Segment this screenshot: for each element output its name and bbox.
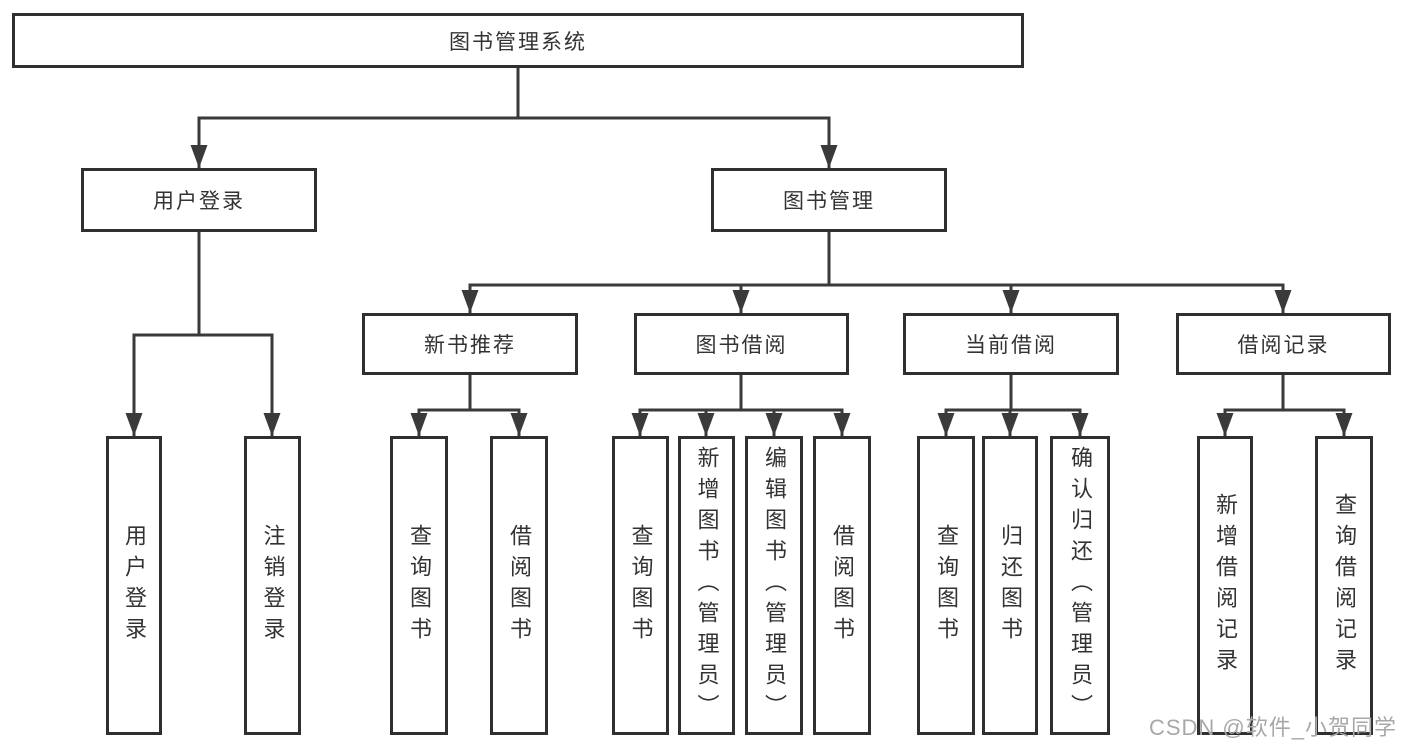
leaf-query-books-borrow: 查询图书 bbox=[612, 436, 669, 735]
leaf-query-books-recommend: 查询图书 bbox=[390, 436, 448, 735]
node-book-management-label: 图书管理 bbox=[783, 190, 875, 213]
leaf-add-books-admin: 新增图书（管理员） bbox=[678, 436, 735, 735]
leaf-query-books-recommend-label: 查询图书 bbox=[407, 523, 432, 648]
leaf-edit-books-admin: 编辑图书（管理员） bbox=[745, 436, 803, 735]
leaf-confirm-return-admin: 确认归还（管理员） bbox=[1050, 436, 1110, 735]
leaf-query-books-current-label: 查询图书 bbox=[934, 523, 959, 648]
leaf-query-books-current: 查询图书 bbox=[917, 436, 975, 735]
node-borrow-records-label: 借阅记录 bbox=[1237, 334, 1330, 357]
node-book-borrow-label: 图书借阅 bbox=[695, 334, 788, 357]
node-user-login-label: 用户登录 bbox=[153, 190, 245, 213]
node-root-label: 图书管理系统 bbox=[449, 30, 587, 54]
leaf-logout: 注销登录 bbox=[244, 436, 301, 735]
leaf-borrow-books-recommend-label: 借阅图书 bbox=[507, 523, 532, 648]
leaf-user-login: 用户登录 bbox=[106, 436, 162, 735]
node-book-management: 图书管理 bbox=[711, 168, 947, 232]
leaf-confirm-return-admin-label: 确认归还（管理员） bbox=[1068, 446, 1093, 725]
node-user-login: 用户登录 bbox=[81, 168, 317, 232]
node-root: 图书管理系统 bbox=[12, 13, 1024, 68]
leaf-add-borrow-record: 新增借阅记录 bbox=[1197, 436, 1253, 735]
node-borrow-records: 借阅记录 bbox=[1176, 313, 1391, 375]
leaf-query-books-borrow-label: 查询图书 bbox=[628, 523, 654, 648]
leaf-borrow-books-recommend: 借阅图书 bbox=[490, 436, 548, 735]
leaf-add-books-admin-label: 新增图书（管理员） bbox=[694, 446, 720, 725]
node-new-book-recommend: 新书推荐 bbox=[362, 313, 578, 375]
leaf-user-login-label: 用户登录 bbox=[122, 523, 147, 648]
leaf-add-borrow-record-label: 新增借阅记录 bbox=[1213, 492, 1238, 679]
leaf-query-borrow-record: 查询借阅记录 bbox=[1315, 436, 1373, 735]
leaf-borrow-books-label: 借阅图书 bbox=[830, 523, 855, 648]
leaf-borrow-books: 借阅图书 bbox=[813, 436, 871, 735]
node-book-borrow: 图书借阅 bbox=[634, 313, 849, 375]
node-current-borrow-label: 当前借阅 bbox=[965, 334, 1057, 357]
node-new-book-recommend-label: 新书推荐 bbox=[424, 334, 516, 357]
leaf-edit-books-admin-label: 编辑图书（管理员） bbox=[762, 446, 787, 725]
leaf-return-books: 归还图书 bbox=[982, 436, 1038, 735]
node-current-borrow: 当前借阅 bbox=[903, 313, 1119, 375]
leaf-logout-label: 注销登录 bbox=[260, 523, 286, 648]
watermark: CSDN @软件_小贺同学 bbox=[1148, 715, 1397, 740]
leaf-return-books-label: 归还图书 bbox=[998, 523, 1023, 648]
leaf-query-borrow-record-label: 查询借阅记录 bbox=[1332, 492, 1357, 679]
